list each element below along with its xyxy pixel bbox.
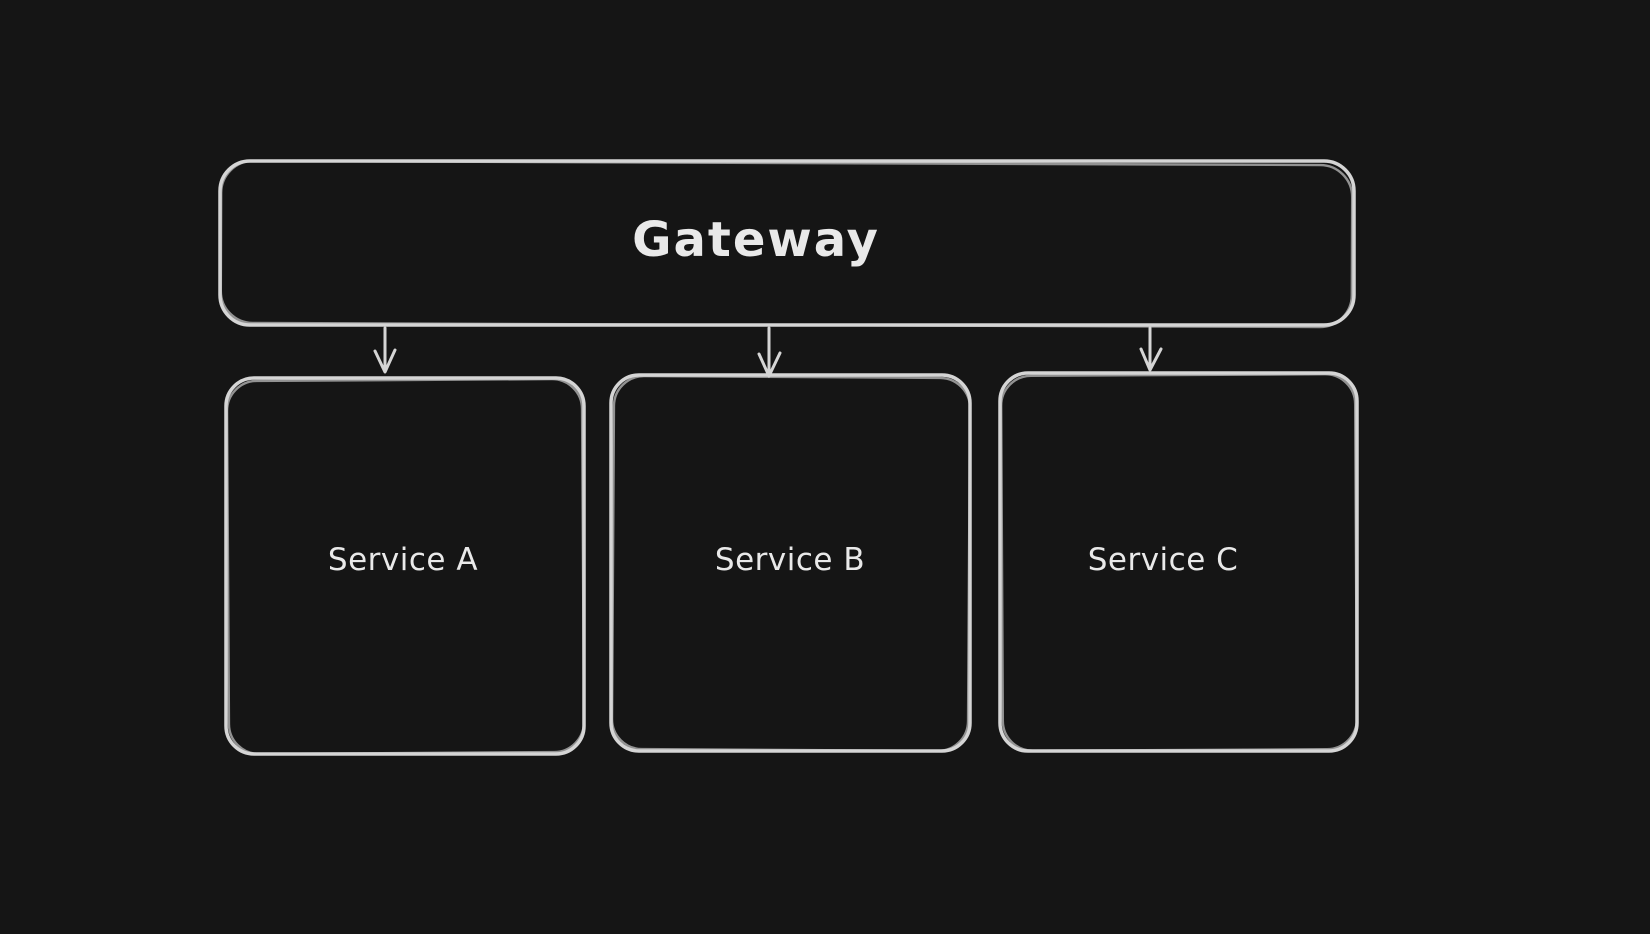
node-service-c-box-sketch-overlay	[999, 373, 1359, 752]
node-gateway-box-sketch-overlay	[219, 159, 1354, 329]
node-service-a-box-sketch-overlay	[225, 377, 586, 756]
node-service-b-box-sketch-overlay	[610, 374, 972, 753]
edge-gateway-service-c[interactable]	[1139, 326, 1163, 372]
node-gateway-label: Gateway	[632, 212, 880, 268]
node-service-c[interactable]: Service C	[998, 371, 1359, 753]
node-service-c-label: Service C	[1088, 542, 1239, 578]
node-service-a-label: Service A	[328, 542, 478, 578]
edge-gateway-service-b[interactable]	[757, 326, 782, 378]
edge-gateway-service-a[interactable]	[373, 326, 397, 374]
node-gateway[interactable]: Gateway	[218, 159, 1356, 329]
node-service-b-label: Service B	[715, 542, 865, 578]
node-service-b[interactable]: Service B	[609, 373, 972, 753]
arrow-down-icon	[373, 348, 397, 374]
node-service-a[interactable]: Service A	[224, 376, 586, 756]
arrow-down-icon	[1139, 347, 1163, 372]
